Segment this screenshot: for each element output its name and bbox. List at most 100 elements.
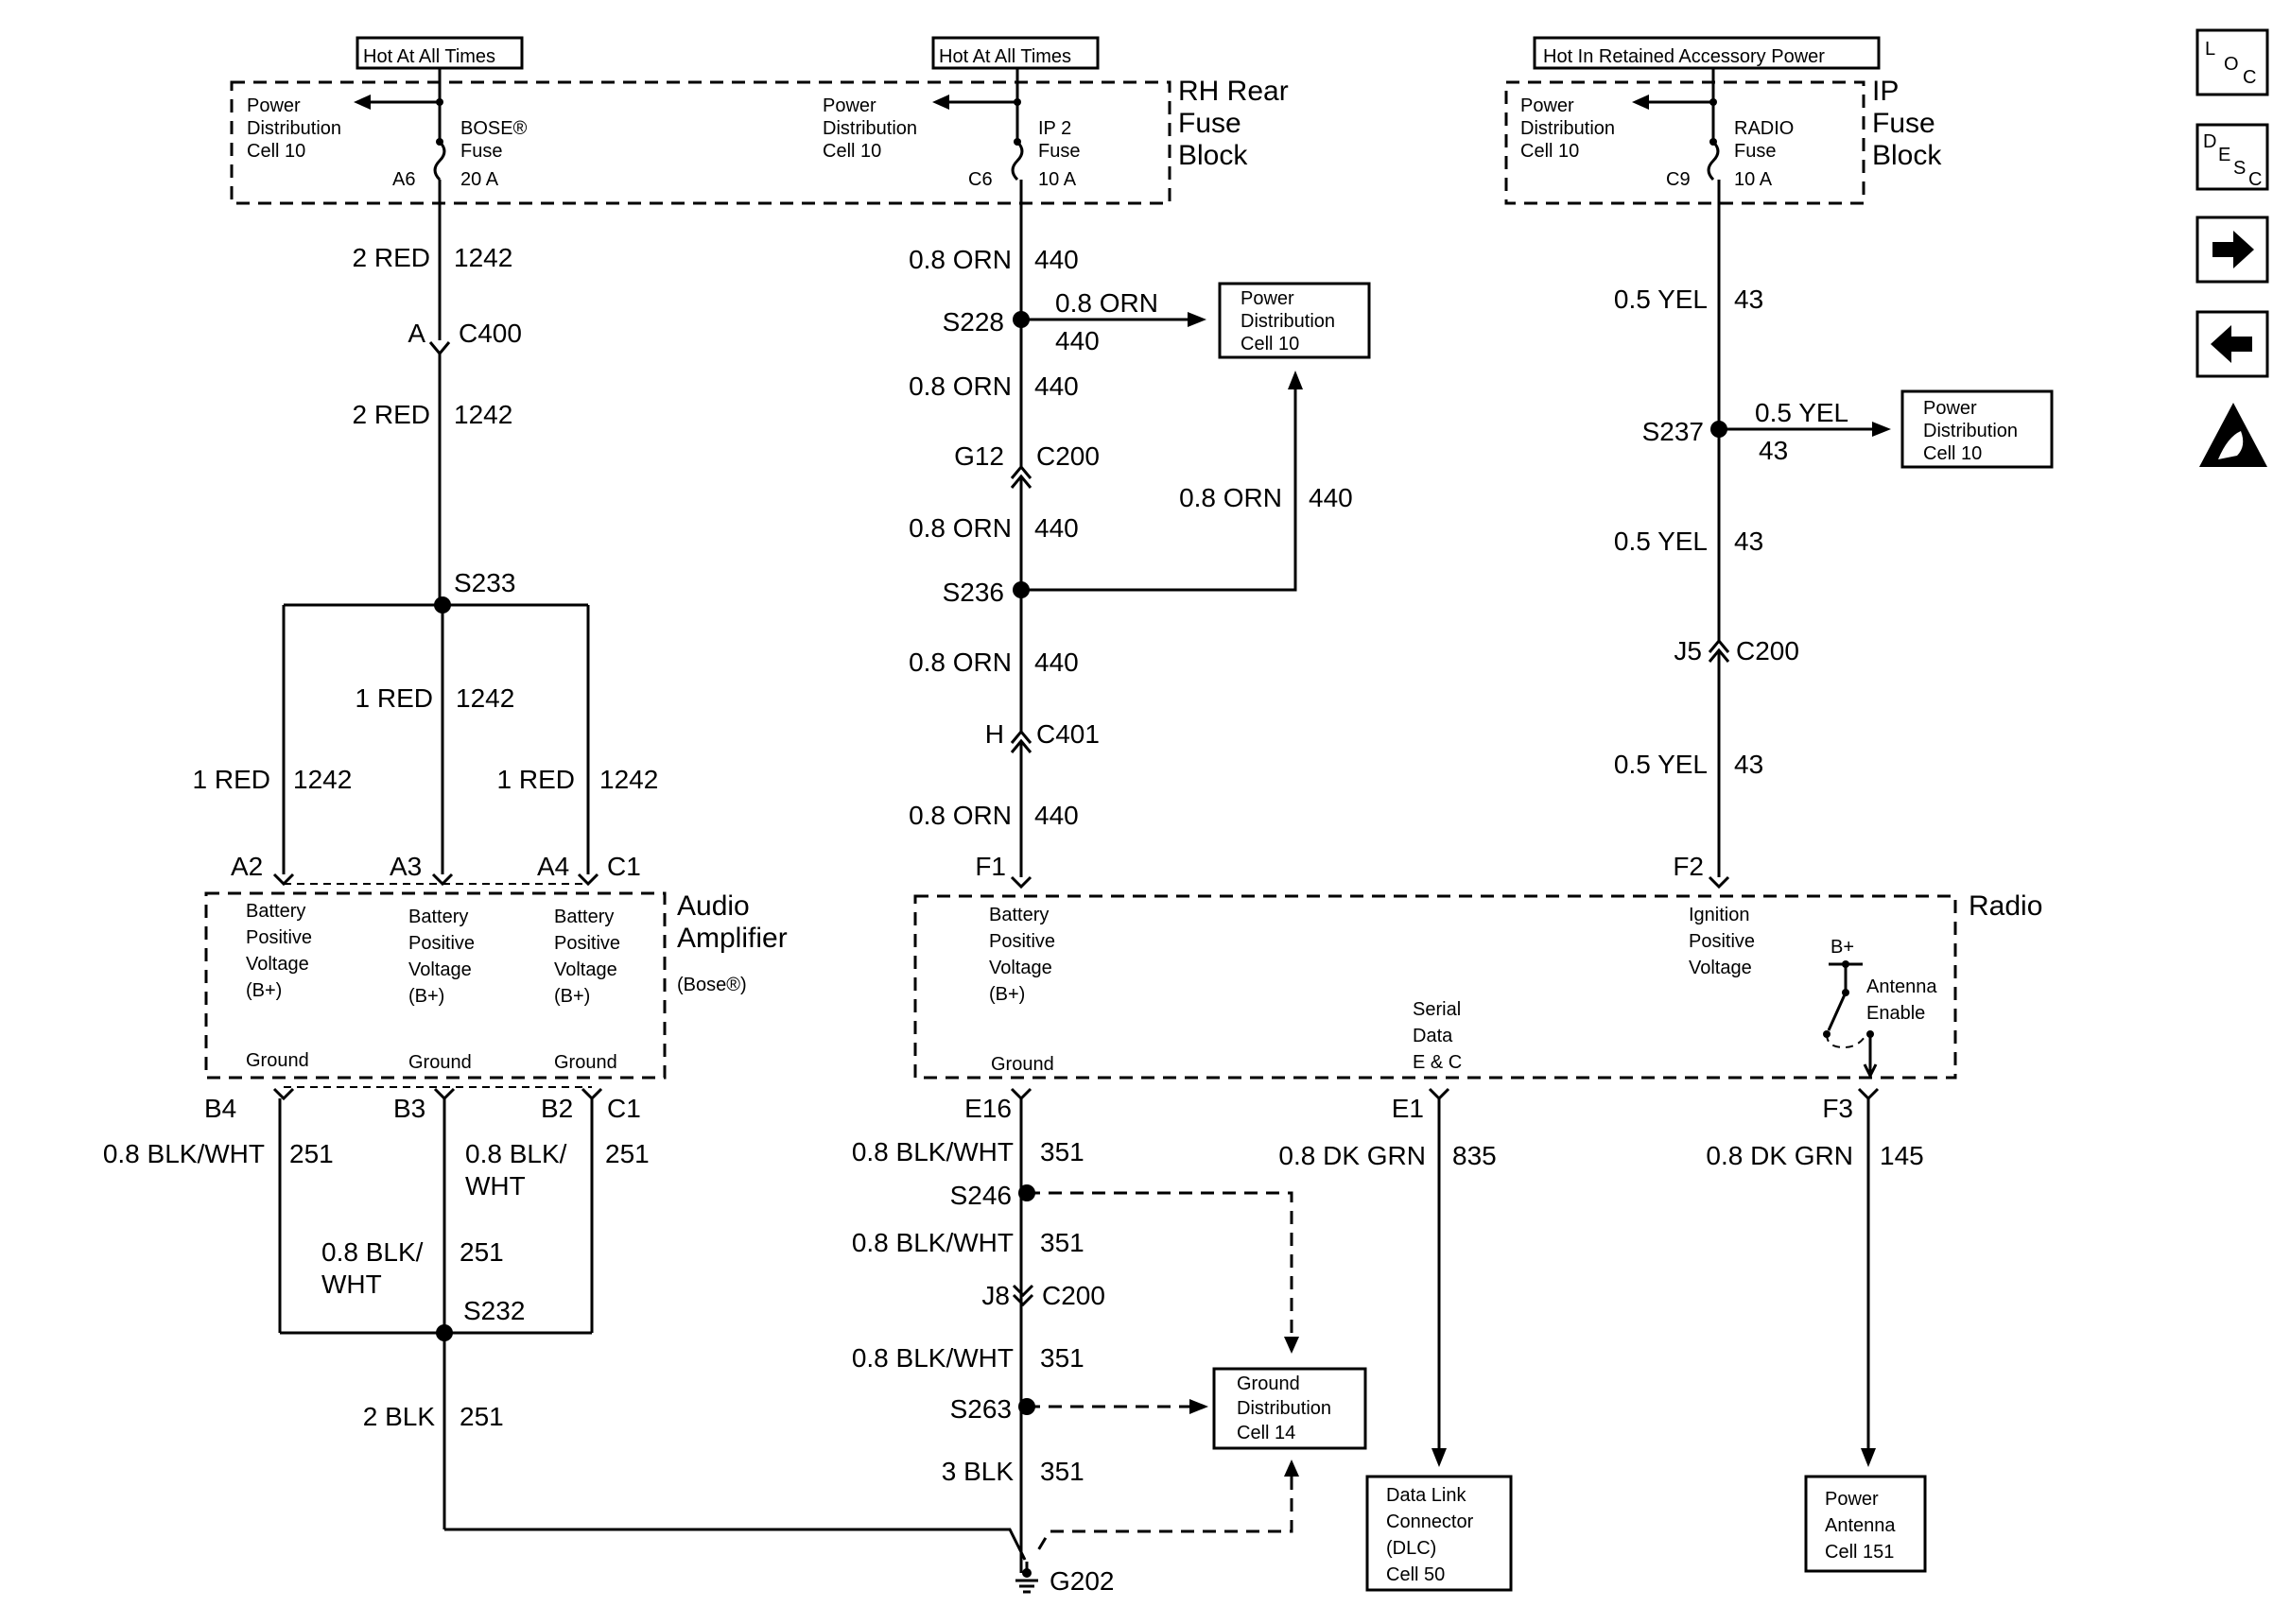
svg-text:Data Link: Data Link [1386, 1485, 1466, 1506]
svg-text:0.8 ORN: 0.8 ORN [1179, 483, 1282, 512]
svg-text:B2: B2 [541, 1094, 573, 1123]
power-antenna-box [1804, 1475, 1927, 1573]
svg-text:C200: C200 [1036, 441, 1100, 471]
svg-text:S236: S236 [943, 578, 1004, 607]
svg-text:C1: C1 [607, 1094, 641, 1123]
svg-text:E16: E16 [964, 1094, 1012, 1123]
svg-text:251: 251 [460, 1402, 504, 1431]
svg-text:Distribution: Distribution [247, 118, 341, 139]
svg-text:D: D [2203, 131, 2216, 152]
svg-text:Distribution: Distribution [1520, 118, 1615, 139]
svg-text:Fuse: Fuse [1038, 141, 1080, 162]
svg-text:0.8 BLK/WHT: 0.8 BLK/WHT [852, 1343, 1014, 1373]
svg-text:0.8 ORN: 0.8 ORN [909, 371, 1012, 401]
svg-text:Cell 151: Cell 151 [1825, 1542, 1894, 1563]
svg-text:RH Rear: RH Rear [1178, 76, 1289, 107]
svg-text:Connector: Connector [1386, 1512, 1474, 1532]
svg-text:0.5 YEL: 0.5 YEL [1614, 527, 1708, 556]
svg-text:Ground: Ground [1237, 1373, 1300, 1394]
svg-text:Positive: Positive [1689, 931, 1755, 952]
svg-text:Voltage: Voltage [408, 959, 472, 980]
radio-battery-feed-circuit: 0.8 ORN 440 S228 0.8 ORN 440 Power Distr… [909, 180, 1371, 890]
svg-text:Positive: Positive [554, 933, 620, 954]
svg-text:Positive: Positive [989, 931, 1055, 952]
svg-text:440: 440 [1034, 801, 1079, 830]
svg-text:Battery: Battery [989, 905, 1049, 925]
svg-text:(Bose®): (Bose®) [677, 975, 747, 995]
svg-text:(B+): (B+) [408, 986, 444, 1007]
svg-text:F3: F3 [1822, 1094, 1853, 1123]
svg-text:Voltage: Voltage [246, 954, 309, 975]
svg-text:L: L [2205, 39, 2215, 60]
svg-text:S232: S232 [463, 1296, 525, 1325]
svg-text:Cell 10: Cell 10 [823, 141, 881, 162]
svg-text:Enable: Enable [1866, 1003, 1925, 1024]
svg-text:(B+): (B+) [246, 980, 282, 1001]
svg-text:835: 835 [1452, 1141, 1497, 1170]
svg-text:43: 43 [1734, 285, 1763, 314]
svg-text:Block: Block [1178, 140, 1248, 171]
svg-text:Cell 10: Cell 10 [1241, 334, 1299, 354]
svg-text:440: 440 [1034, 513, 1079, 543]
esd-warning-icon[interactable] [2199, 403, 2267, 467]
svg-text:S228: S228 [943, 307, 1004, 337]
svg-text:E & C: E & C [1413, 1052, 1462, 1073]
svg-text:440: 440 [1034, 648, 1079, 677]
rh-rear-fuse-block: RH Rear Fuse Block Hot At All Times Powe… [230, 36, 1289, 205]
svg-text:1242: 1242 [454, 400, 512, 429]
antenna-circuit: F3 0.8 DK GRN 145 Power Antenna Cell 151 [1706, 1087, 1927, 1573]
ground-symbol-g202 [1015, 1562, 1038, 1594]
svg-text:43: 43 [1734, 750, 1763, 779]
svg-text:J8: J8 [981, 1281, 1010, 1310]
svg-text:0.8 ORN: 0.8 ORN [909, 648, 1012, 677]
svg-text:Audio: Audio [677, 890, 750, 922]
svg-text:0.5 YEL: 0.5 YEL [1614, 285, 1708, 314]
svg-text:1242: 1242 [454, 243, 512, 272]
svg-text:E1: E1 [1392, 1094, 1424, 1123]
svg-text:Data: Data [1413, 1026, 1453, 1046]
hot-at-all-times-label: Hot At All Times [363, 46, 495, 67]
svg-text:C1: C1 [607, 852, 641, 881]
nav-loc-button[interactable]: L O C [2195, 28, 2269, 96]
svg-text:Power: Power [247, 95, 301, 116]
svg-text:Antenna: Antenna [1866, 976, 1937, 997]
svg-text:G202: G202 [1050, 1566, 1115, 1596]
svg-text:S: S [2233, 158, 2246, 179]
svg-text:S237: S237 [1642, 417, 1704, 446]
nav-desc-button[interactable]: D E S C [2195, 123, 2269, 191]
svg-text:G12: G12 [954, 441, 1004, 471]
svg-text:1 RED: 1 RED [497, 765, 575, 794]
svg-text:Ground: Ground [554, 1052, 617, 1073]
svg-text:WHT: WHT [465, 1171, 526, 1201]
svg-text:351: 351 [1040, 1457, 1084, 1486]
power-distribution-box-right [1900, 389, 2054, 469]
svg-text:Cell 10: Cell 10 [1923, 443, 1982, 464]
svg-text:0.8 BLK/: 0.8 BLK/ [321, 1237, 424, 1267]
svg-text:B+: B+ [1831, 937, 1854, 958]
svg-text:H: H [985, 719, 1004, 749]
svg-text:2 RED: 2 RED [353, 243, 430, 272]
svg-text:C200: C200 [1736, 636, 1799, 665]
svg-text:20 A: 20 A [460, 169, 499, 190]
svg-text:Positive: Positive [246, 927, 312, 948]
svg-text:Cell 10: Cell 10 [247, 141, 305, 162]
svg-text:WHT: WHT [321, 1270, 382, 1299]
svg-text:Distribution: Distribution [1923, 421, 2018, 441]
svg-text:Battery: Battery [246, 901, 305, 922]
previous-arrow-icon[interactable] [2195, 310, 2269, 378]
svg-text:10 A: 10 A [1734, 169, 1773, 190]
svg-text:Antenna: Antenna [1825, 1515, 1896, 1536]
radio-component: Radio Battery Positive Voltage (B+) Grou… [913, 890, 2042, 1080]
svg-text:Power: Power [1825, 1489, 1879, 1510]
svg-text:1242: 1242 [599, 765, 658, 794]
ground-distribution-box [1212, 1367, 1367, 1450]
svg-text:Voltage: Voltage [554, 959, 617, 980]
svg-text:351: 351 [1040, 1228, 1084, 1257]
data-link-connector-box [1365, 1475, 1513, 1592]
svg-text:Cell 14: Cell 14 [1237, 1423, 1295, 1443]
svg-text:0.8 ORN: 0.8 ORN [1055, 288, 1158, 318]
svg-text:A2: A2 [231, 852, 263, 881]
svg-text:Ground: Ground [408, 1052, 472, 1073]
next-arrow-icon[interactable] [2195, 216, 2269, 284]
svg-text:C200: C200 [1042, 1281, 1105, 1310]
